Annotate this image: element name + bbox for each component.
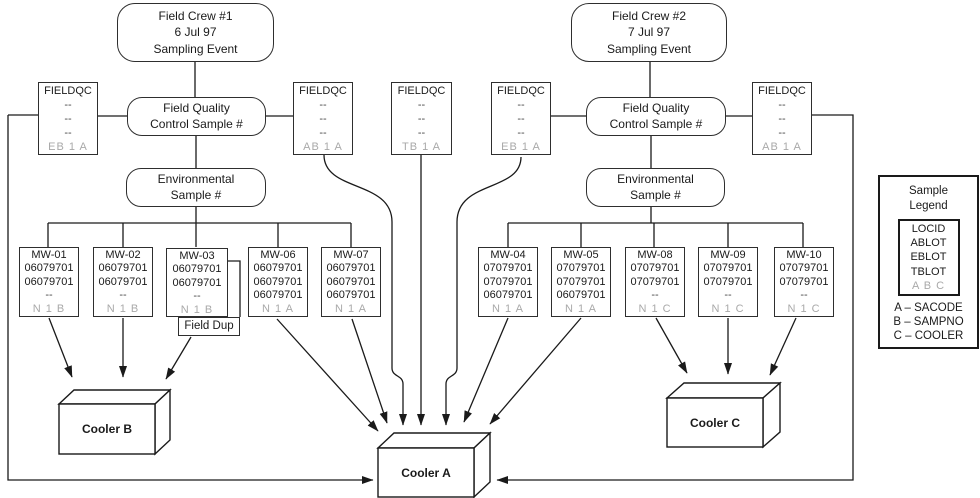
fieldqc-code: AB 1 A bbox=[303, 141, 343, 153]
well-code: N 1 C bbox=[787, 302, 821, 315]
qc-label-line1: Field Quality bbox=[622, 101, 690, 115]
fieldqc-box-ab-crew2: FIELDQC -- -- -- AB 1 A bbox=[752, 82, 812, 155]
env-sample-box-1: Environmental Sample # bbox=[126, 168, 266, 207]
fieldqc-code: EB 1 A bbox=[501, 141, 541, 153]
field-dup-box: Field Dup bbox=[178, 317, 240, 336]
field-dup-label: Field Dup bbox=[184, 320, 234, 332]
fieldqc-title: FIELDQC bbox=[497, 85, 545, 97]
field-crew-event: Sampling Event bbox=[153, 41, 238, 56]
arrow-connectors bbox=[7, 114, 854, 485]
env-label-line1: Environmental bbox=[617, 172, 694, 186]
field-crew-1-box: Field Crew #1 6 Jul 97 Sampling Event bbox=[117, 3, 274, 62]
legend-definitions: A – SACODE B – SAMPNO C – COOLER bbox=[893, 302, 964, 342]
well-code: N 1 A bbox=[262, 302, 294, 315]
fieldqc-box-ab-crew1: FIELDQC -- -- -- AB 1 A bbox=[293, 82, 353, 155]
well-box-mw-06: MW-06 06079701 06079701 06079701 N 1 A bbox=[248, 247, 308, 317]
cooler-b-shape bbox=[57, 388, 172, 456]
qc-label-line1: Field Quality bbox=[163, 101, 230, 115]
fieldqc-box-tb-crew1: FIELDQC -- -- -- TB 1 A bbox=[391, 82, 452, 155]
legend-abc-codes: A B C bbox=[911, 279, 946, 292]
env-label-line1: Environmental bbox=[157, 172, 235, 186]
cooler-a-shape bbox=[376, 431, 492, 498]
well-code: N 1 A bbox=[565, 302, 597, 315]
fieldqc-title: FIELDQC bbox=[397, 85, 446, 97]
field-crew-date: 7 Jul 97 bbox=[627, 25, 671, 40]
env-label-line2: Sample # bbox=[170, 187, 222, 202]
well-box-mw-01: MW-01 06079701 06079701 -- N 1 B bbox=[19, 247, 79, 317]
env-label-line2: Sample # bbox=[630, 187, 681, 202]
qc-label-line2: Control Sample # bbox=[150, 116, 243, 131]
fieldqc-title: FIELDQC bbox=[758, 85, 806, 97]
well-name: MW-07 bbox=[333, 249, 369, 261]
well-box-mw-08: MW-08 07079701 07079701 -- N 1 C bbox=[625, 247, 685, 317]
well-box-mw-02: MW-02 06079701 06079701 -- N 1 B bbox=[93, 247, 153, 317]
well-box-mw-10: MW-10 07079701 07079701 -- N 1 C bbox=[774, 247, 834, 317]
well-name: MW-10 bbox=[786, 249, 822, 261]
well-box-mw-09: MW-09 07079701 07079701 -- N 1 C bbox=[698, 247, 758, 317]
well-name: MW-01 bbox=[31, 249, 67, 261]
well-name: MW-09 bbox=[710, 249, 746, 261]
legend-title: Sample Legend bbox=[909, 185, 948, 212]
fieldqc-box-eb-crew1: FIELDQC -- -- -- EB 1 A bbox=[38, 82, 98, 155]
well-name: MW-05 bbox=[563, 249, 599, 261]
well-code: N 1 A bbox=[335, 302, 367, 315]
well-name: MW-06 bbox=[260, 249, 296, 261]
well-code: N 1 C bbox=[711, 302, 745, 315]
qc-sample-box-1: Field Quality Control Sample # bbox=[127, 97, 266, 136]
field-crew-2-box: Field Crew #2 7 Jul 97 Sampling Event bbox=[571, 3, 727, 62]
fieldqc-title: FIELDQC bbox=[44, 85, 92, 97]
env-sample-box-2: Environmental Sample # bbox=[586, 168, 725, 207]
well-box-mw-05: MW-05 07079701 07079701 06079701 N 1 A bbox=[551, 247, 611, 317]
well-code: N 1 B bbox=[180, 303, 214, 316]
well-box-mw-04: MW-04 07079701 07079701 06079701 N 1 A bbox=[478, 247, 538, 317]
field-crew-title: Field Crew #2 bbox=[611, 8, 687, 23]
fieldqc-box-eb-crew2: FIELDQC -- -- -- EB 1 A bbox=[491, 82, 551, 155]
well-box-mw-03: MW-03 06079701 06079701 -- N 1 B bbox=[166, 248, 228, 317]
well-box-mw-07: MW-07 06079701 06079701 06079701 N 1 A bbox=[321, 247, 381, 317]
cooler-shapes bbox=[57, 381, 782, 498]
well-code: N 1 A bbox=[492, 302, 524, 315]
well-name: MW-03 bbox=[179, 250, 215, 262]
fieldqc-code: EB 1 A bbox=[48, 141, 88, 153]
well-code: N 1 B bbox=[32, 302, 66, 315]
legend-field-list: LOCID ABLOT EBLOT TBLOT A B C bbox=[897, 219, 960, 297]
sample-legend-box: Sample Legend LOCID ABLOT EBLOT TBLOT A … bbox=[878, 175, 979, 349]
fieldqc-title: FIELDQC bbox=[299, 85, 347, 97]
well-name: MW-02 bbox=[105, 249, 141, 261]
well-name: MW-04 bbox=[490, 249, 526, 261]
field-crew-date: 6 Jul 97 bbox=[174, 25, 217, 40]
qc-label-line2: Control Sample # bbox=[609, 116, 703, 131]
well-name: MW-08 bbox=[637, 249, 673, 261]
well-code: N 1 B bbox=[106, 302, 140, 315]
plain-connectors bbox=[8, 62, 804, 317]
cooler-c-shape bbox=[665, 381, 782, 449]
field-crew-event: Sampling Event bbox=[606, 41, 692, 56]
fieldqc-code: TB 1 A bbox=[401, 141, 442, 153]
field-crew-title: Field Crew #1 bbox=[158, 8, 233, 23]
well-code: N 1 C bbox=[638, 302, 672, 315]
qc-sample-box-2: Field Quality Control Sample # bbox=[586, 97, 726, 136]
fieldqc-code: AB 1 A bbox=[762, 141, 802, 153]
